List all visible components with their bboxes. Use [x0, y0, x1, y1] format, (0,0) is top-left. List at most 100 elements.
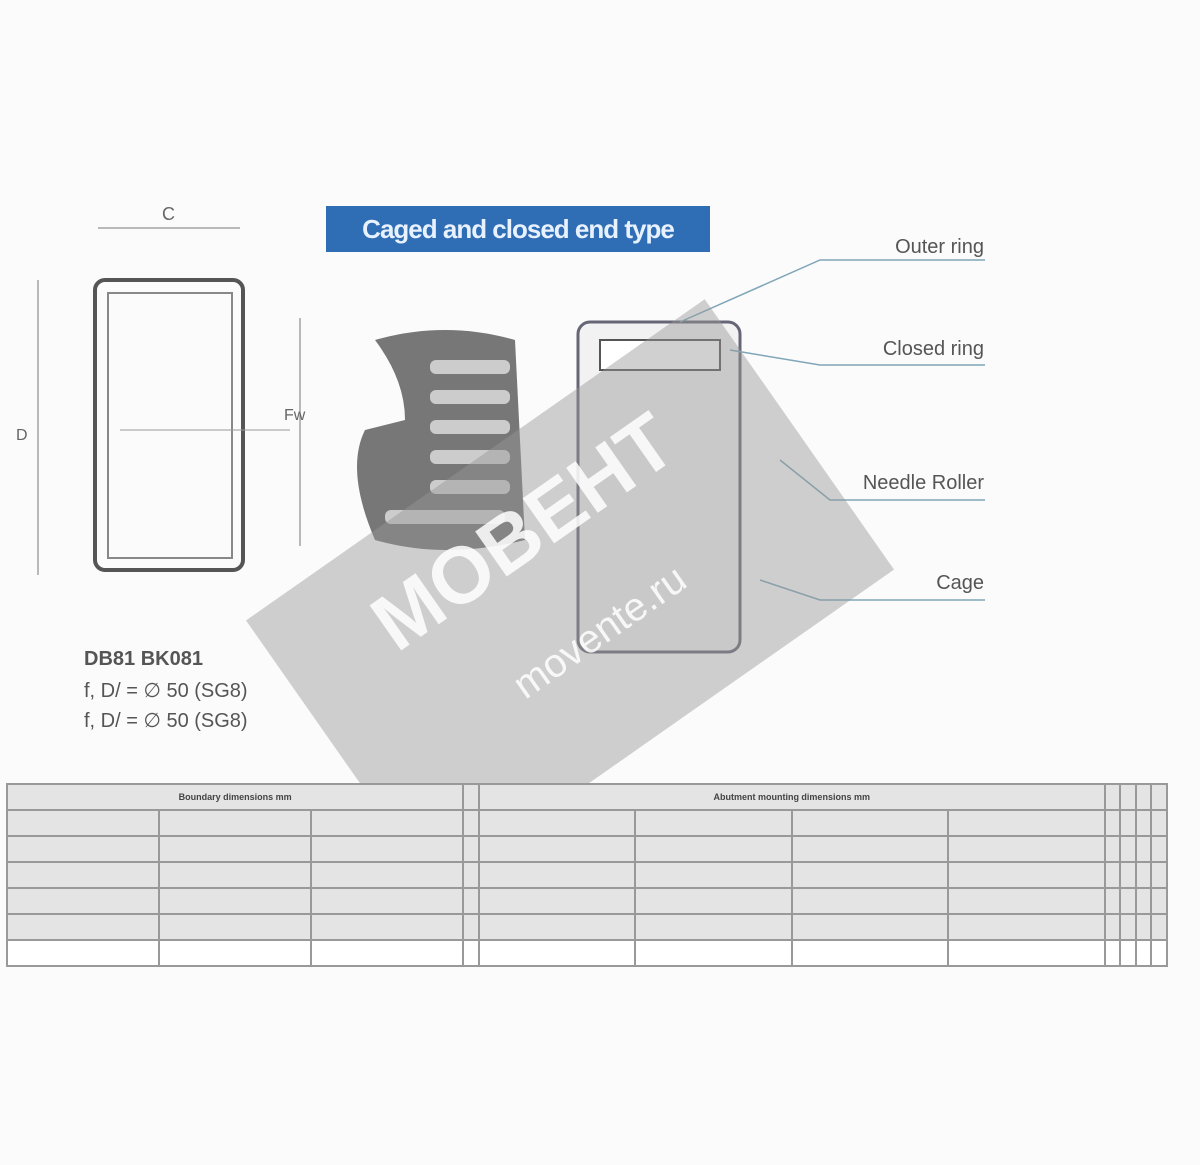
table-cell — [1103, 809, 1122, 837]
table-cell — [158, 809, 313, 837]
table-cell — [477, 887, 637, 915]
table-cell — [158, 861, 313, 889]
table-cell — [1134, 835, 1153, 863]
table-cell — [477, 939, 637, 967]
dim-d-label: D — [16, 427, 28, 444]
table-cell — [1134, 809, 1153, 837]
table-cell — [310, 939, 465, 967]
table-cell — [158, 887, 313, 915]
table-cell — [310, 861, 465, 889]
table-cell — [1119, 887, 1137, 915]
table-row — [5, 939, 1168, 967]
table-cell — [790, 809, 950, 837]
table-cell — [310, 887, 465, 915]
table-cell — [1103, 861, 1122, 889]
table-cell — [462, 783, 480, 811]
table-cell — [947, 809, 1106, 837]
caption-line-1: DB81 BK081 — [84, 648, 203, 670]
table-cell — [1119, 913, 1137, 941]
table-cell — [1134, 939, 1153, 967]
table-cell — [1103, 939, 1122, 967]
table-cell — [1119, 809, 1137, 837]
table-cell — [1150, 783, 1168, 811]
table-cell — [158, 939, 313, 967]
table-cell — [790, 939, 950, 967]
table-cell — [1150, 939, 1168, 967]
table-cell — [5, 835, 161, 863]
table-cell — [462, 861, 480, 889]
table-cell — [947, 835, 1106, 863]
table-row — [5, 809, 1168, 837]
table-cell — [310, 835, 465, 863]
table-cell — [790, 887, 950, 915]
header-boundary: Boundary dimensions mm — [5, 783, 465, 811]
table-cell — [5, 939, 161, 967]
cross-section-drawing: C D Fw — [16, 204, 306, 575]
table-cell — [1119, 783, 1137, 811]
table-cell — [1119, 861, 1137, 889]
table-cell — [477, 913, 637, 941]
label-cage: Cage — [936, 572, 984, 594]
table-cell — [790, 913, 950, 941]
table-cell — [477, 861, 637, 889]
table-cell — [1103, 835, 1122, 863]
table-cell — [5, 809, 161, 837]
label-needle-roller: Needle Roller — [862, 472, 984, 494]
table-row — [5, 913, 1168, 941]
table-cell — [462, 809, 480, 837]
caption-line-3: f, D/ = ∅ 50 (SG8) — [84, 710, 248, 732]
labeled-section-diagram — [576, 259, 985, 654]
table-cell — [947, 939, 1106, 967]
dim-fw-label: Fw — [284, 407, 306, 424]
table-row — [5, 861, 1168, 889]
table-cell — [477, 809, 637, 837]
table-cell — [310, 913, 465, 941]
table-cell — [634, 861, 793, 889]
table-cell — [634, 939, 793, 967]
table-cell — [1103, 783, 1122, 811]
table-cell — [790, 861, 950, 889]
label-outer-ring: Outer ring — [895, 236, 984, 258]
bearing-photo — [357, 330, 525, 550]
table-cell — [1150, 861, 1168, 889]
dim-c-label: C — [162, 204, 175, 224]
table-cell — [462, 835, 480, 863]
table-cell — [790, 835, 950, 863]
table-cell — [1134, 861, 1153, 889]
table-cell — [462, 913, 480, 941]
table-cell — [947, 913, 1106, 941]
table-cell — [1134, 913, 1153, 941]
table-cell — [947, 887, 1106, 915]
table-cell — [947, 861, 1106, 889]
header-abutment: Abutment mounting dimensions mm — [477, 783, 1106, 811]
table-cell — [477, 835, 637, 863]
table-cell — [634, 809, 793, 837]
table-cell — [5, 913, 161, 941]
table-cell — [1134, 783, 1153, 811]
table-cell — [158, 835, 313, 863]
table-cell — [5, 887, 161, 915]
table-cell — [1150, 809, 1168, 837]
section-title: Caged and closed end type — [326, 206, 710, 252]
table-cell — [462, 887, 480, 915]
table-cell — [462, 939, 480, 967]
table-cell — [634, 913, 793, 941]
table-row — [5, 835, 1168, 863]
spec-table: Boundary dimensions mm Abutment mounting… — [5, 783, 1168, 967]
table-cell — [5, 861, 161, 889]
table-cell — [1134, 887, 1153, 915]
table-cell — [1150, 835, 1168, 863]
label-closed-ring: Closed ring — [882, 338, 984, 360]
table-cell — [1119, 939, 1137, 967]
table-cell — [1119, 835, 1137, 863]
table-header-row: Boundary dimensions mm Abutment mounting… — [5, 783, 1168, 811]
table-cell — [1150, 913, 1168, 941]
caption-line-2: f, D/ = ∅ 50 (SG8) — [84, 680, 248, 702]
table-row — [5, 887, 1168, 915]
table-cell — [1150, 887, 1168, 915]
table-cell — [1103, 913, 1122, 941]
table-cell — [158, 913, 313, 941]
table-cell — [634, 835, 793, 863]
table-cell — [634, 887, 793, 915]
table-cell — [310, 809, 465, 837]
